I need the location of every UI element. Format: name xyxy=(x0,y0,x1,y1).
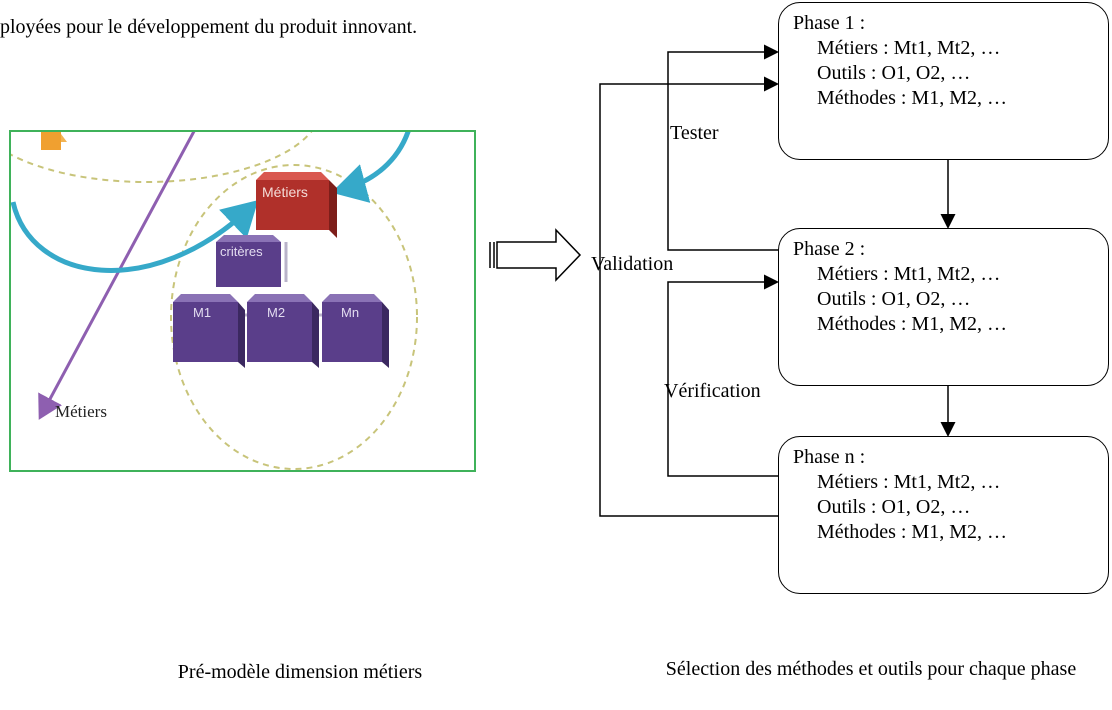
validation-loop xyxy=(599,76,780,517)
criteres-block-label: critères xyxy=(220,244,263,259)
tester-loop xyxy=(667,44,780,251)
dashed-circle-main xyxy=(170,164,418,470)
hollow-arrow xyxy=(489,228,582,282)
method-block-m1-label: M1 xyxy=(193,305,211,320)
phase-box-1: Phase 1 : Métiers : Mt1, Mt2, … Outils :… xyxy=(778,2,1109,160)
phase-metiers: Métiers : Mt1, Mt2, … xyxy=(817,263,1001,285)
metiers-block xyxy=(256,180,329,230)
phase-box-n: Phase n : Métiers : Mt1, Mt2, … Outils :… xyxy=(778,436,1109,594)
method-block-m2: M2 xyxy=(247,294,319,368)
phase-outils: Outils : O1, O2, … xyxy=(817,62,971,84)
cyan-curve-right xyxy=(331,132,411,203)
phase-outils: Outils : O1, O2, … xyxy=(817,288,971,310)
cyan-curve-left xyxy=(11,200,259,273)
pre-model-illustration: Métiers critères M1 M2 Mn Métiers xyxy=(11,132,418,470)
phase-metiers: Métiers : Mt1, Mt2, … xyxy=(817,471,1001,493)
method-block-mn-label: Mn xyxy=(341,305,359,320)
method-block-m2-label: M2 xyxy=(267,305,285,320)
pre-model-panel: Métiers critères M1 M2 Mn Métiers xyxy=(9,130,476,472)
caption-right: Sélection des méthodes et outils pour ch… xyxy=(665,658,1077,680)
verification-loop xyxy=(667,274,780,477)
caption-left: Pré-modèle dimension métiers xyxy=(177,661,423,683)
tester-label: Tester xyxy=(670,122,719,144)
phase-methodes: Méthodes : M1, M2, … xyxy=(817,87,1007,109)
phase-outils: Outils : O1, O2, … xyxy=(817,496,971,518)
metiers-axis xyxy=(38,132,196,420)
phase-title: Phase n : xyxy=(793,446,866,468)
verification-label: Vérification xyxy=(664,380,761,402)
phase-metiers: Métiers : Mt1, Mt2, … xyxy=(817,37,1001,59)
criteres-block xyxy=(216,242,281,287)
phase-methodes: Méthodes : M1, M2, … xyxy=(817,521,1007,543)
method-block-mn: Mn xyxy=(322,294,389,368)
phase-title: Phase 1 : xyxy=(793,12,866,34)
metiers-block-label: Métiers xyxy=(262,184,308,200)
validation-label: Validation xyxy=(591,253,674,275)
header-text: ployées pour le développement du produit… xyxy=(0,16,418,38)
phase-title: Phase 2 : xyxy=(793,238,866,260)
method-block-m1: M1 xyxy=(173,294,245,368)
phase-methodes: Méthodes : M1, M2, … xyxy=(817,313,1007,335)
axis-label: Métiers xyxy=(55,402,107,421)
phase-box-2: Phase 2 : Métiers : Mt1, Mt2, … Outils :… xyxy=(778,228,1109,386)
